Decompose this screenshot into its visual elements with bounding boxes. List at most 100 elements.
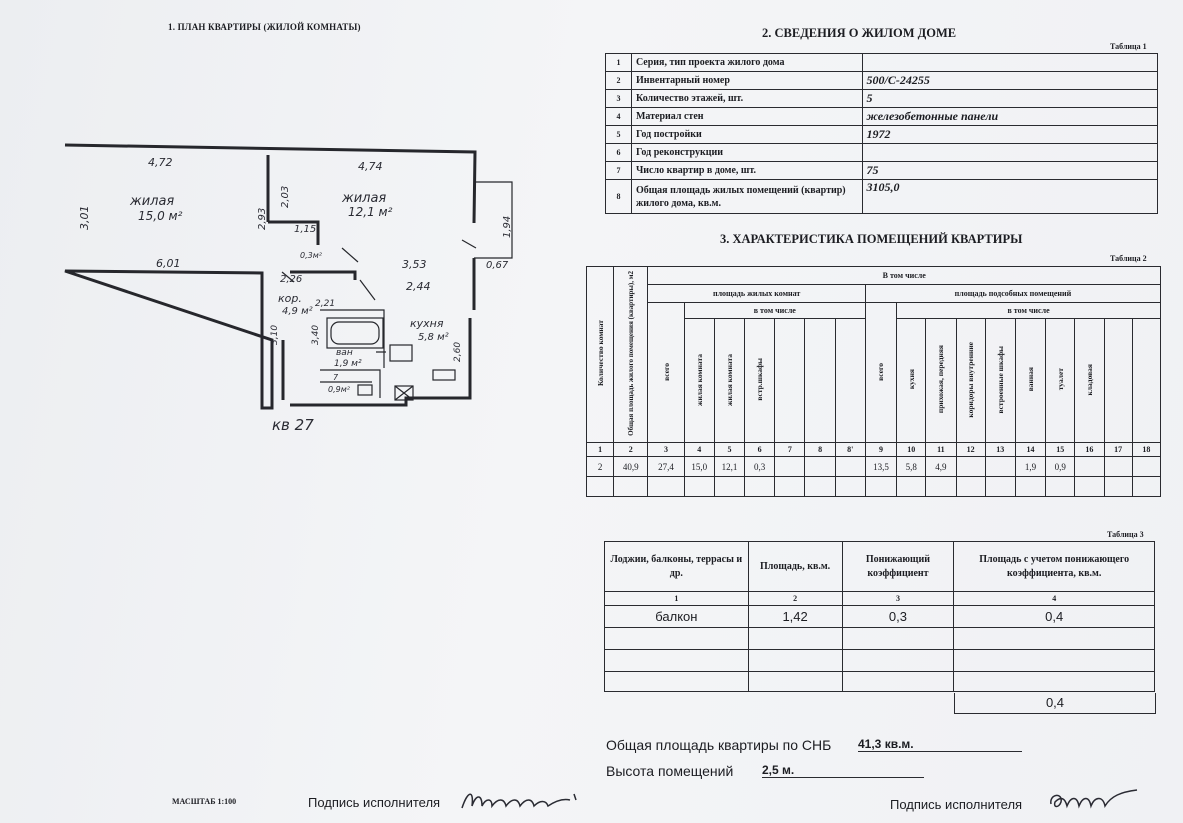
- plan-room2-area: 12,1 м²: [348, 205, 393, 219]
- row-number: 7: [605, 161, 632, 180]
- plan-stove: [432, 369, 456, 381]
- col-number: 8: [804, 442, 836, 457]
- row-value: [861, 53, 1159, 72]
- row-label: Инвентарный номер: [630, 71, 863, 90]
- header-col: встроенные шкафы: [984, 318, 1016, 443]
- col-number: 6: [744, 442, 776, 457]
- house-info-title: 2. СВЕДЕНИЯ О ЖИЛОМ ДОМЕ: [762, 26, 957, 40]
- row-value: 3105,0: [861, 179, 1159, 214]
- col-number: 9: [864, 442, 898, 457]
- row-number: 4: [605, 107, 632, 126]
- header-col: [1103, 318, 1133, 443]
- row-value: 500/С-24255: [861, 71, 1159, 90]
- header-col: [804, 318, 836, 443]
- signature-left: [461, 793, 577, 809]
- plan-room1-area: 15,0 м²: [138, 209, 183, 223]
- plan-dim: 2,21: [315, 299, 335, 309]
- col-number: 17: [1103, 442, 1133, 457]
- row-label: Год постройки: [630, 125, 863, 144]
- values-row: 2 40,9 27,4 15,0 12,1 0,3 13,5 5,8 4,9 1…: [585, 456, 1162, 477]
- cell-value: [955, 456, 986, 477]
- plan-kitchen-name: кухня: [410, 317, 444, 330]
- header-col: туалет: [1045, 318, 1076, 443]
- header-col: ванная: [1014, 318, 1047, 443]
- plan-dim: 3,10: [270, 325, 280, 345]
- row-number: 8: [605, 179, 632, 214]
- row-value: 75: [861, 161, 1159, 180]
- rooms-title: 3. ХАРАКТЕРИСТИКА ПОМЕЩЕНИЙ КВАРТИРЫ: [720, 232, 1023, 246]
- header-cell: Площадь с учетом понижающего коэффициент…: [953, 541, 1155, 592]
- row-number: 3: [605, 89, 632, 108]
- plan-kitchen-area: 5,8 м²: [418, 332, 449, 343]
- plan-wc-walls: [320, 369, 381, 398]
- plan-wc-num: 7: [333, 373, 339, 382]
- plan-dim: 3,53: [402, 258, 427, 271]
- cell-value: [1103, 456, 1133, 477]
- plan-dim: 2,03: [280, 186, 291, 208]
- cell-value: [834, 456, 866, 477]
- header-rooms-count: Количество комнат: [585, 266, 615, 443]
- plan-room2-name: жилая: [341, 191, 386, 206]
- plan-toilet: [357, 384, 373, 396]
- scale-label: МАСШТАБ 1:100: [172, 797, 237, 806]
- row-value: 5: [861, 89, 1159, 108]
- row-value: 1972: [861, 125, 1159, 144]
- plan-closet-area: 0,3м²: [300, 251, 323, 260]
- cell-value: 15,0: [683, 456, 715, 477]
- col-number: 3: [841, 591, 955, 606]
- table3-total-value: 0,4: [1045, 695, 1065, 710]
- cell-value: 0,3: [841, 605, 955, 628]
- col-number: 18: [1131, 442, 1162, 457]
- plan-hob: [394, 385, 414, 401]
- header-col: кладовая: [1074, 318, 1105, 443]
- plan-dim: 2,44: [406, 280, 431, 293]
- header-col: [774, 318, 806, 443]
- header-col: жилая комната: [683, 318, 715, 443]
- cell-value: 12,1: [713, 456, 746, 477]
- plan-corridor-area: 4,9 м²: [282, 306, 313, 317]
- header-living-including: в том числе: [683, 302, 866, 319]
- plan-room1-name: жилая: [129, 194, 174, 209]
- cell-value: 0,9: [1045, 456, 1076, 477]
- table2-caption: Таблица 2: [1110, 254, 1147, 263]
- plan-dim: 4,72: [148, 156, 173, 169]
- cell-value: [1074, 456, 1105, 477]
- cell-value: балкон: [604, 605, 749, 628]
- cell-value: [804, 456, 836, 477]
- table-row: [604, 627, 1155, 650]
- floor-plan: жилая 15,0 м² жилая 12,1 м² кор. 4,9 м² …: [64, 143, 513, 434]
- col-number: 2: [747, 591, 843, 606]
- row-label: Общая площадь жилых помещений (квартир) …: [630, 179, 863, 214]
- plan-door-lines: [281, 239, 477, 301]
- col-number: 12: [955, 442, 986, 457]
- header-aux-total: всего: [864, 302, 898, 443]
- height-value: 2,5 м.: [762, 763, 924, 778]
- table-row: [604, 649, 1155, 672]
- plan-dim: 2,60: [453, 342, 463, 362]
- plan-partition: [266, 155, 357, 280]
- header-cell: Понижающий коэффициент: [841, 541, 955, 592]
- col-number: 7: [774, 442, 806, 457]
- col-number: 4: [683, 442, 715, 457]
- plan-bath-area: 1,9 м²: [334, 359, 362, 369]
- plan-bathtub: [326, 317, 384, 349]
- header-col: прихожая, передняя: [925, 318, 957, 443]
- height-label: Высота помещений: [606, 763, 734, 779]
- cell-value: 13,5: [864, 456, 898, 477]
- plan-dim: 2,26: [280, 274, 302, 285]
- cell-value: [774, 456, 806, 477]
- balconies-table: Лоджии, балконы, террасы и др. Площадь, …: [604, 541, 1155, 692]
- row-label: Год реконструкции: [630, 143, 863, 162]
- row-number: 5: [605, 125, 632, 144]
- table3-total: 0,4: [954, 693, 1156, 714]
- plan-bathtub-inner: [330, 321, 380, 345]
- cell-value: [984, 456, 1016, 477]
